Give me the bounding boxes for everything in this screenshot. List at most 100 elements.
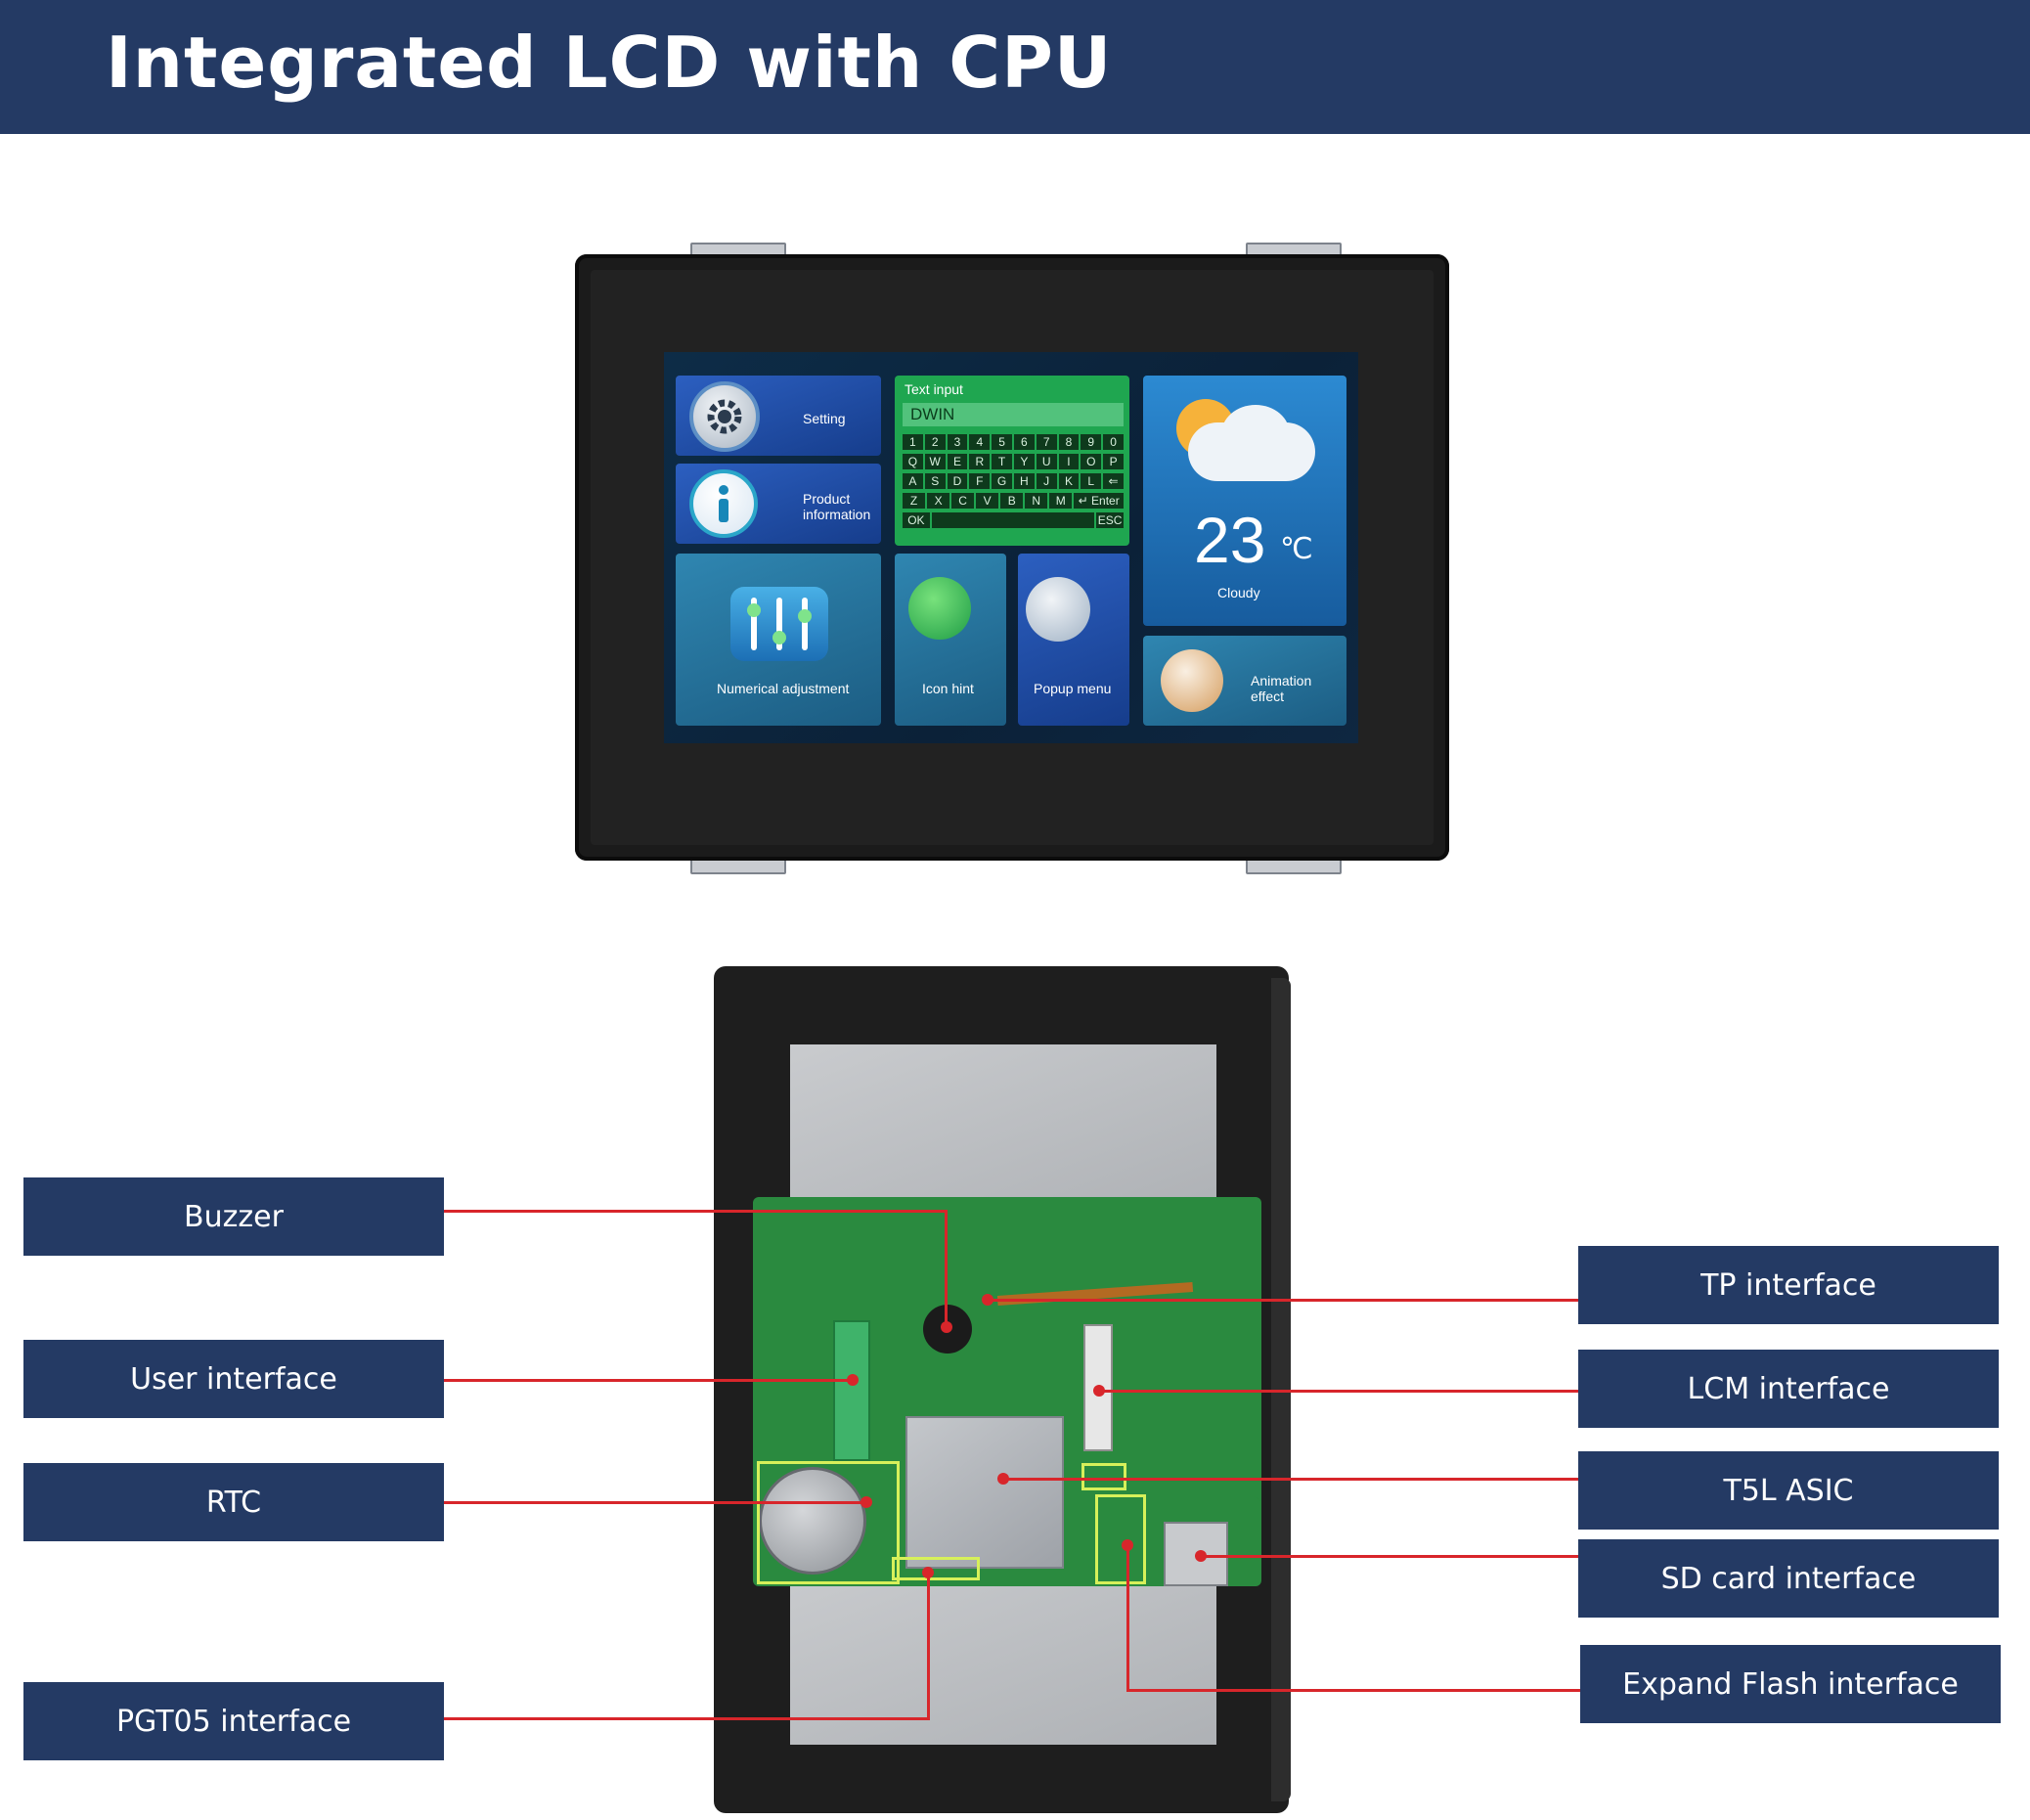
keyboard-key[interactable]: OK: [903, 512, 930, 528]
layers-icon: [1026, 577, 1090, 642]
tile-numerical-adjustment[interactable]: Numerical adjustment: [676, 554, 881, 726]
tile-setting[interactable]: Setting: [676, 376, 881, 456]
keyboard-key[interactable]: H: [1013, 473, 1035, 489]
tile-popup-menu[interactable]: Popup menu: [1018, 554, 1129, 726]
keyboard-key[interactable]: O: [1081, 454, 1102, 469]
keyboard-key[interactable]: K: [1058, 473, 1080, 489]
animation-effect-label: Animation effect: [1251, 673, 1312, 704]
keyboard-key[interactable]: X: [927, 493, 950, 509]
flash-dot: [1122, 1539, 1133, 1551]
lcd-screen: Setting Product information Text input D…: [664, 352, 1358, 743]
keyboard-key[interactable]: G: [992, 473, 1012, 489]
rtc-dot: [861, 1496, 872, 1508]
keyboard-key[interactable]: ESC: [1096, 512, 1124, 528]
sd-line: [1201, 1555, 1578, 1558]
flash-line: [1126, 1689, 1580, 1692]
callout-sd-card-interface: SD card interface: [1578, 1539, 1999, 1618]
product-information-label: Product information: [803, 491, 871, 522]
tile-product-information[interactable]: Product information: [676, 464, 881, 544]
user-interface-dot: [847, 1374, 859, 1386]
keyboard-key[interactable]: [931, 512, 1095, 528]
popup-menu-label: Popup menu: [1034, 681, 1112, 696]
callout-rtc: RTC: [23, 1463, 444, 1541]
sd-dot: [1195, 1550, 1207, 1562]
tile-weather[interactable]: 23 ℃ Cloudy: [1143, 376, 1346, 626]
callout-lcm-interface: LCM interface: [1578, 1350, 1999, 1428]
tp-line: [988, 1299, 1578, 1302]
cloud-icon: [1221, 405, 1290, 464]
setting-label: Setting: [803, 411, 846, 426]
t5l-dot: [997, 1473, 1009, 1485]
windows-icon: [908, 577, 971, 640]
keyboard-key[interactable]: N: [1025, 493, 1048, 509]
temperature-unit: ℃: [1280, 533, 1313, 565]
keyboard-key[interactable]: M: [1049, 493, 1073, 509]
keyboard-key[interactable]: 7: [1036, 434, 1057, 450]
keyboard-key[interactable]: F: [969, 473, 991, 489]
tile-animation-effect[interactable]: Animation effect: [1143, 636, 1346, 726]
keyboard-key[interactable]: Y: [1013, 454, 1035, 469]
pgt05-line: [444, 1717, 929, 1720]
keyboard-key[interactable]: 0: [1103, 434, 1124, 450]
buzzer-line-drop: [945, 1210, 948, 1327]
buzzer-line: [444, 1210, 947, 1213]
keyboard-key[interactable]: R: [969, 454, 991, 469]
keyboard-key[interactable]: J: [1036, 473, 1057, 489]
keyboard-key[interactable]: L: [1081, 473, 1102, 489]
tile-icon-hint[interactable]: Icon hint: [895, 554, 1006, 726]
keyboard-key[interactable]: E: [947, 454, 968, 469]
keyboard-key[interactable]: Z: [903, 493, 926, 509]
temperature-value: 23: [1194, 504, 1266, 576]
keyboard-key[interactable]: D: [947, 473, 968, 489]
keyboard-key[interactable]: S: [924, 473, 946, 489]
rtc-line: [444, 1501, 866, 1504]
keyboard-key[interactable]: W: [924, 454, 946, 469]
keyboard-key[interactable]: Q: [903, 454, 923, 469]
rtc-highlight: [757, 1461, 900, 1584]
lcd-backplate-top: [790, 1044, 1216, 1217]
keyboard-key[interactable]: 9: [1081, 434, 1102, 450]
t5l-asic-shield: [905, 1416, 1064, 1569]
numerical-adjustment-label: Numerical adjustment: [717, 681, 850, 696]
keyboard-key[interactable]: U: [1036, 454, 1057, 469]
rtc-battery: [759, 1467, 866, 1575]
keyboard-key[interactable]: 8: [1058, 434, 1080, 450]
pgt05-highlight: [892, 1557, 980, 1580]
sliders-icon: [730, 587, 828, 661]
keyboard-key[interactable]: 1: [903, 434, 923, 450]
keyboard-key[interactable]: 5: [992, 434, 1012, 450]
pgt05-line-rise: [927, 1573, 930, 1720]
keyboard-key[interactable]: A: [903, 473, 923, 489]
callout-pgt05-interface: PGT05 interface: [23, 1682, 444, 1760]
text-input-field[interactable]: DWIN: [903, 403, 1124, 426]
page-title: Integrated LCD with CPU: [106, 22, 1113, 104]
keyboard-key[interactable]: C: [951, 493, 975, 509]
keyboard-key[interactable]: I: [1058, 454, 1080, 469]
callout-tp-interface: TP interface: [1578, 1246, 1999, 1324]
tp-dot: [982, 1294, 993, 1306]
keyboard-key[interactable]: V: [976, 493, 999, 509]
lcd-backplate-bottom: [790, 1565, 1216, 1745]
flash-highlight: [1095, 1494, 1146, 1584]
gear-icon: [689, 381, 760, 452]
buzzer-dot: [941, 1321, 952, 1333]
keyboard-key[interactable]: 2: [924, 434, 946, 450]
keyboard-key[interactable]: B: [1000, 493, 1024, 509]
keyboard-key[interactable]: 4: [969, 434, 991, 450]
keyboard-key[interactable]: 6: [1013, 434, 1035, 450]
keyboard-key[interactable]: ↵ Enter: [1074, 493, 1125, 509]
weather-condition: Cloudy: [1217, 585, 1260, 600]
callout-t5l-asic: T5L ASIC: [1578, 1451, 1999, 1530]
keyboard-key[interactable]: T: [992, 454, 1012, 469]
keyboard-key[interactable]: 3: [947, 434, 968, 450]
touch-icon: [1161, 649, 1223, 712]
flash-highlight-2: [1081, 1463, 1126, 1490]
keyboard-key[interactable]: ⇐: [1103, 473, 1124, 489]
keyboard-key[interactable]: P: [1103, 454, 1124, 469]
user-interface-line: [444, 1379, 853, 1382]
